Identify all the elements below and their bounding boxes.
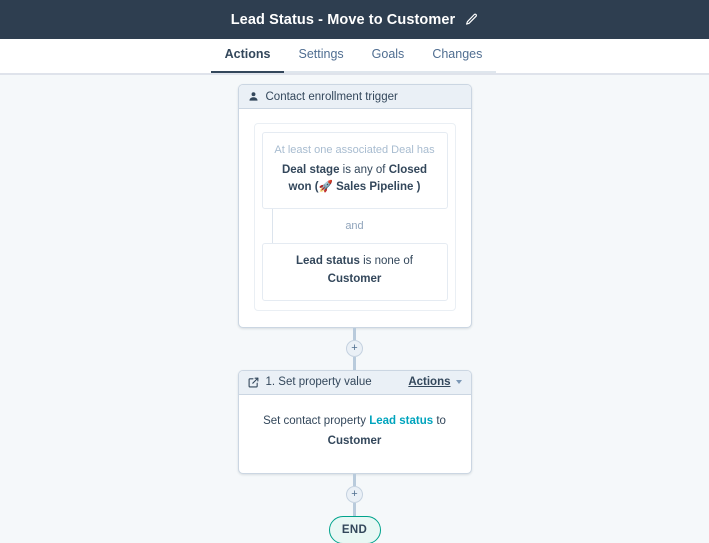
pencil-icon[interactable]	[465, 13, 478, 26]
conjunction-connector-line	[271, 209, 273, 244]
tab-bar: Actions Settings Goals Changes	[0, 39, 709, 74]
tab-settings-label: Settings	[298, 47, 344, 61]
enrollment-trigger-body: At least one associated Deal has Deal st…	[239, 109, 471, 327]
connector-line-bottom-2	[353, 503, 356, 516]
actions-dropdown-label: Actions	[408, 376, 451, 389]
tab-bar-divider	[0, 73, 709, 74]
plus-icon: +	[351, 488, 358, 500]
set-property-value-card[interactable]: 1. Set property value Actions Set contac…	[237, 369, 472, 474]
action-card-actions-menu[interactable]: Actions	[408, 376, 462, 389]
condition-deal-value: Closed won (🚀 Sales Pipeline )	[288, 163, 428, 194]
conjunction-label: and	[345, 220, 364, 233]
window-title-bar: Lead Status - Move to Customer	[0, 0, 709, 39]
edit-square-icon	[248, 377, 259, 388]
tab-changes-label: Changes	[432, 47, 483, 61]
condition-deal-stage[interactable]: At least one associated Deal has Deal st…	[261, 132, 448, 210]
connector-line-top	[353, 327, 356, 340]
condition-deal-operator: is any of	[339, 163, 389, 176]
connector-line-top-2	[353, 474, 356, 486]
tab-goals-underline	[357, 71, 419, 74]
end-node-label: END	[341, 524, 368, 536]
condition-lead-status[interactable]: Lead status is none of Customer	[261, 243, 448, 301]
action-property-value: Customer	[327, 434, 382, 447]
workflow-canvas[interactable]: Contact enrollment trigger At least one …	[0, 74, 709, 543]
connector-line-bottom	[353, 356, 356, 370]
tab-goals[interactable]: Goals	[357, 39, 419, 74]
condition-lead-status-property: Lead status	[296, 255, 360, 268]
enrollment-filter-group[interactable]: At least one associated Deal has Deal st…	[253, 123, 456, 311]
add-action-button-1[interactable]: +	[346, 339, 363, 357]
enrollment-trigger-title: Contact enrollment trigger	[265, 90, 398, 103]
condition-lead-status-text: Lead status is none of Customer	[273, 253, 437, 289]
tab-actions-label: Actions	[224, 47, 271, 61]
tab-actions[interactable]: Actions	[210, 39, 285, 74]
set-property-value-header: 1. Set property value Actions	[238, 370, 471, 395]
condition-deal-property: Deal stage	[281, 163, 340, 176]
workflow-flow: Contact enrollment trigger At least one …	[237, 84, 472, 543]
page-title: Lead Status - Move to Customer	[230, 11, 456, 28]
condition-lead-status-operator: is none of	[359, 255, 413, 268]
end-node[interactable]: END	[328, 516, 381, 543]
tab-changes[interactable]: Changes	[418, 39, 497, 74]
enrollment-trigger-header: Contact enrollment trigger	[238, 85, 471, 109]
tab-list: Actions Settings Goals Changes	[210, 39, 497, 74]
plus-icon: +	[351, 341, 358, 354]
condition-deal-lead-in: At least one associated Deal has	[274, 144, 435, 156]
connector-trigger-to-action: +	[238, 327, 472, 370]
condition-lead-status-value: Customer	[327, 272, 382, 285]
action-property-link[interactable]: Lead status	[369, 414, 434, 427]
action-body-prefix: Set contact property	[263, 414, 370, 427]
tab-settings-underline	[284, 71, 358, 74]
tab-settings[interactable]: Settings	[284, 39, 358, 74]
condition-conjunction-row: and	[262, 209, 448, 244]
add-action-button-2[interactable]: +	[346, 486, 363, 503]
enrollment-trigger-card[interactable]: Contact enrollment trigger At least one …	[237, 84, 472, 328]
tab-goals-label: Goals	[371, 47, 405, 61]
chevron-down-icon	[455, 380, 462, 385]
action-body-suffix: to	[433, 414, 446, 427]
contact-person-icon	[248, 91, 259, 102]
set-property-value-title: 1. Set property value	[265, 376, 372, 389]
tab-changes-underline	[418, 71, 497, 74]
tab-actions-underline	[210, 71, 285, 74]
set-property-value-body: Set contact property Lead status to Cust…	[239, 395, 471, 473]
condition-deal-text: Deal stage is any of Closed won (🚀 Sales…	[273, 162, 437, 198]
connector-action-to-end: +	[238, 474, 472, 516]
